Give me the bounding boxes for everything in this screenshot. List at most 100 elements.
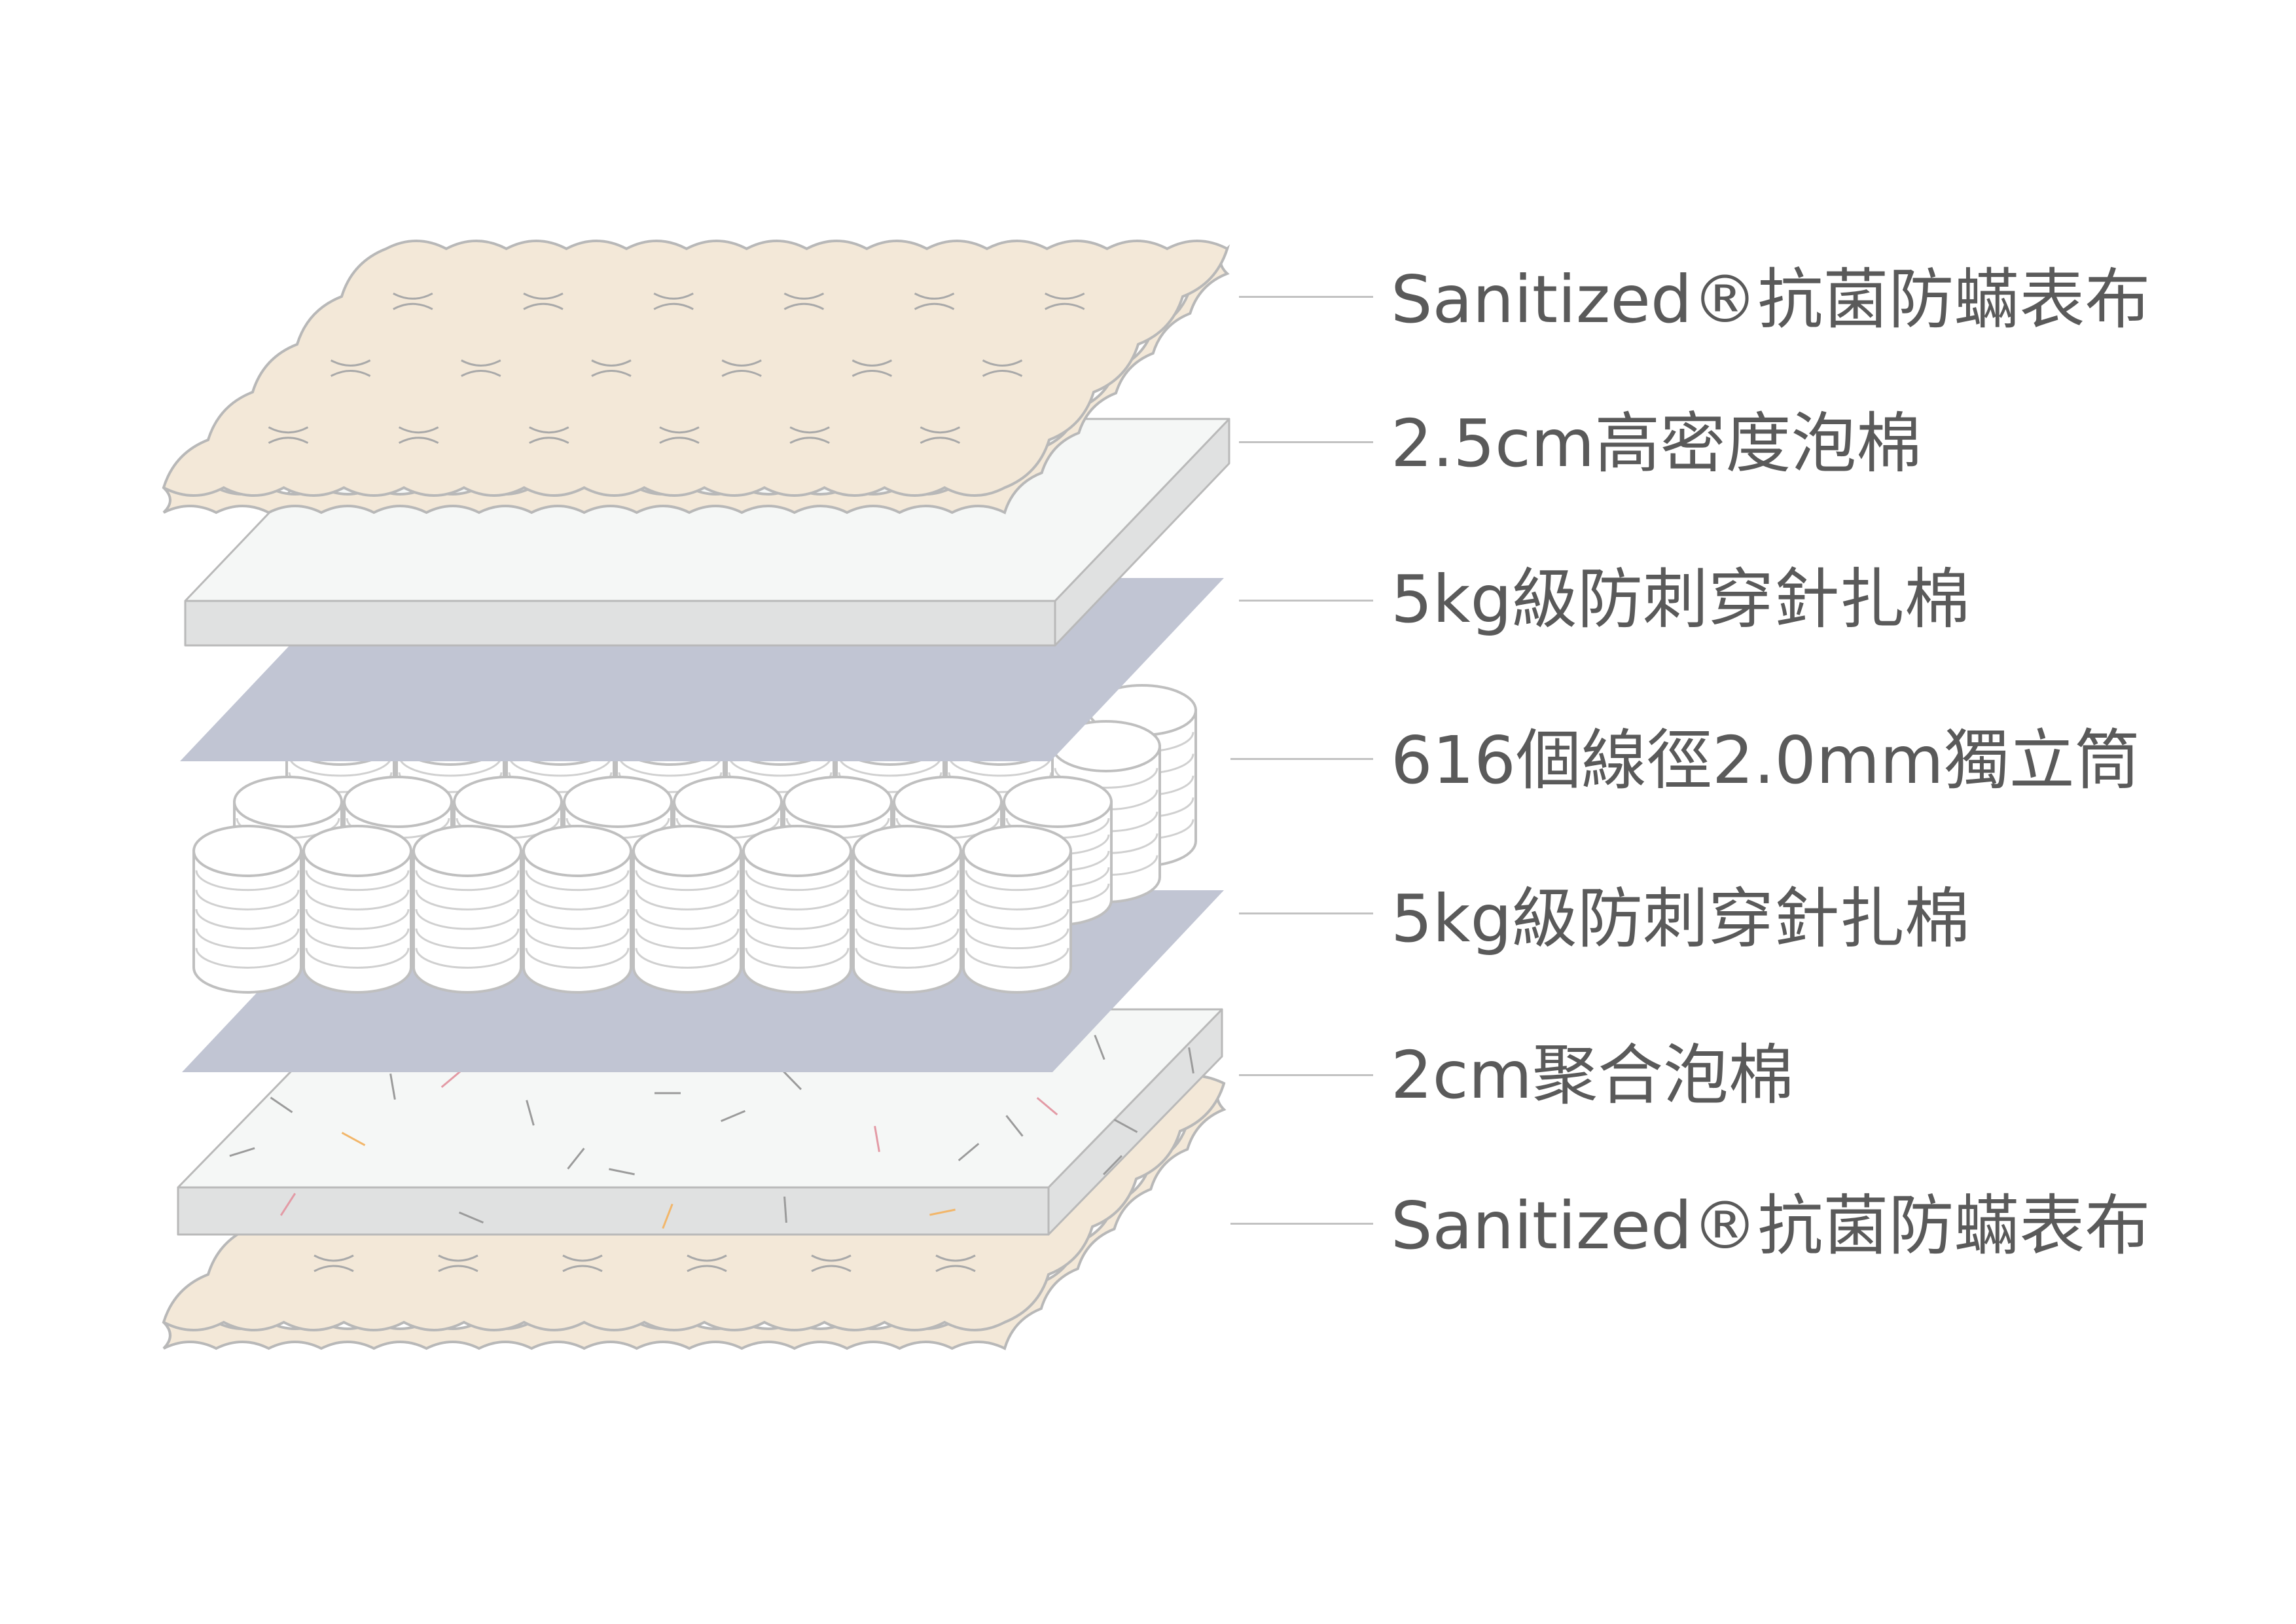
coil-band	[415, 948, 520, 969]
leader-line-1	[1239, 296, 1373, 298]
top-cover-tuft	[659, 426, 700, 444]
coil-band	[508, 755, 613, 777]
coil-front-row	[742, 825, 852, 994]
coil-band	[415, 870, 520, 892]
foam-fibre	[1188, 1047, 1194, 1074]
coil-front-row	[302, 825, 412, 994]
layer-label-top-felt: 5kg級防刺穿針扎棉	[1391, 561, 1971, 638]
coil-band	[635, 928, 740, 950]
layer-label-pocket-coils: 616個線徑2.0mm獨立筒	[1391, 722, 2140, 799]
leader-line-7	[1230, 1223, 1373, 1225]
coil-band	[305, 870, 410, 892]
coil-band	[635, 909, 740, 930]
foam-fibre	[1102, 1155, 1123, 1176]
coil-top	[563, 776, 673, 828]
leader-line-5	[1239, 912, 1373, 914]
leader-line-2	[1239, 441, 1373, 443]
coil-front-row	[522, 825, 632, 994]
coil-band	[195, 870, 300, 892]
coil-band	[305, 948, 410, 969]
coil-band	[745, 909, 850, 930]
coil-band	[745, 870, 850, 892]
top-cover-tuft	[789, 426, 830, 444]
coil-front-row	[412, 825, 522, 994]
coil-top	[962, 825, 1072, 877]
top-cover-tuft	[1045, 292, 1085, 310]
foam-fibre	[781, 1070, 802, 1091]
foam-fibre	[526, 1100, 535, 1126]
coil-front-row	[632, 825, 742, 994]
top-cover-tuft	[721, 359, 762, 377]
coil-band	[965, 948, 1069, 969]
foam-fibre	[1094, 1034, 1105, 1060]
coil-band	[195, 909, 300, 930]
top-cover-tuft	[852, 359, 893, 377]
layer-label-bottom-felt: 5kg級防刺穿針扎棉	[1391, 880, 1971, 957]
coil-top	[453, 776, 563, 828]
foam-fibre	[609, 1168, 635, 1176]
top-cover-tuft	[914, 292, 955, 310]
coil-top	[742, 825, 852, 877]
coil-band	[305, 890, 410, 911]
foam-fibre	[1005, 1115, 1024, 1137]
top-cover-tuft	[982, 359, 1023, 377]
coil-band	[635, 890, 740, 911]
coil-top	[192, 825, 302, 877]
bottom-cover-tuft	[811, 1254, 852, 1272]
coil-band	[855, 948, 960, 969]
coil-band	[195, 948, 300, 969]
coil-top	[893, 776, 1003, 828]
coil-band	[855, 928, 960, 950]
coil-band	[415, 928, 520, 950]
foam-fibre	[929, 1208, 956, 1216]
foam-fibre	[662, 1203, 673, 1229]
coil-band	[525, 928, 630, 950]
coil-band	[525, 948, 630, 969]
top-cover-tuft	[920, 426, 961, 444]
coil-band	[635, 948, 740, 969]
foam-fibre	[270, 1096, 293, 1113]
leader-line-4	[1230, 758, 1373, 760]
foam-fibre	[389, 1074, 396, 1100]
coil-band	[525, 909, 630, 930]
layer-label-bottom-cover: Sanitized®抗菌防蟎表布	[1391, 1187, 2151, 1264]
top-cover-tuft	[398, 426, 439, 444]
coil-top	[343, 776, 453, 828]
coil-band	[415, 909, 520, 930]
coil-front-row	[962, 825, 1072, 994]
foam-fibre	[1036, 1096, 1058, 1116]
coil-top	[233, 776, 343, 828]
coil-top	[632, 825, 742, 877]
leader-line-6	[1239, 1074, 1373, 1076]
top-cover-tuft	[330, 359, 371, 377]
coil-band	[965, 909, 1069, 930]
coil-band	[415, 890, 520, 911]
coil-front-row	[192, 825, 302, 994]
top-foam-front	[184, 600, 1056, 647]
coil-band	[195, 928, 300, 950]
coil-band	[635, 870, 740, 892]
top-cover-tuft	[591, 359, 632, 377]
leader-line-3	[1239, 600, 1373, 602]
top-cover-tuft	[783, 292, 825, 310]
top-cover-layer	[162, 240, 1230, 514]
top-cover-tuft	[529, 426, 569, 444]
top-cover-tuft	[268, 426, 309, 444]
coil-band	[745, 948, 850, 969]
coil-top	[673, 776, 783, 828]
foam-fibre	[958, 1142, 980, 1162]
layer-label-top-cover: Sanitized®抗菌防蟎表布	[1391, 261, 2151, 338]
bottom-cover-tuft	[562, 1254, 603, 1272]
coil-band	[855, 909, 960, 930]
coil-band	[398, 755, 503, 777]
top-cover-tuft	[393, 292, 433, 310]
top-cover-tuft	[653, 292, 694, 310]
foam-fibre	[229, 1147, 255, 1157]
coil-band	[965, 890, 1069, 911]
coil-band	[525, 890, 630, 911]
foam-fibre	[440, 1069, 463, 1089]
coil-front-row	[852, 825, 962, 994]
coil-band	[618, 755, 723, 777]
foam-fibre	[567, 1147, 585, 1170]
coil-band	[305, 928, 410, 950]
